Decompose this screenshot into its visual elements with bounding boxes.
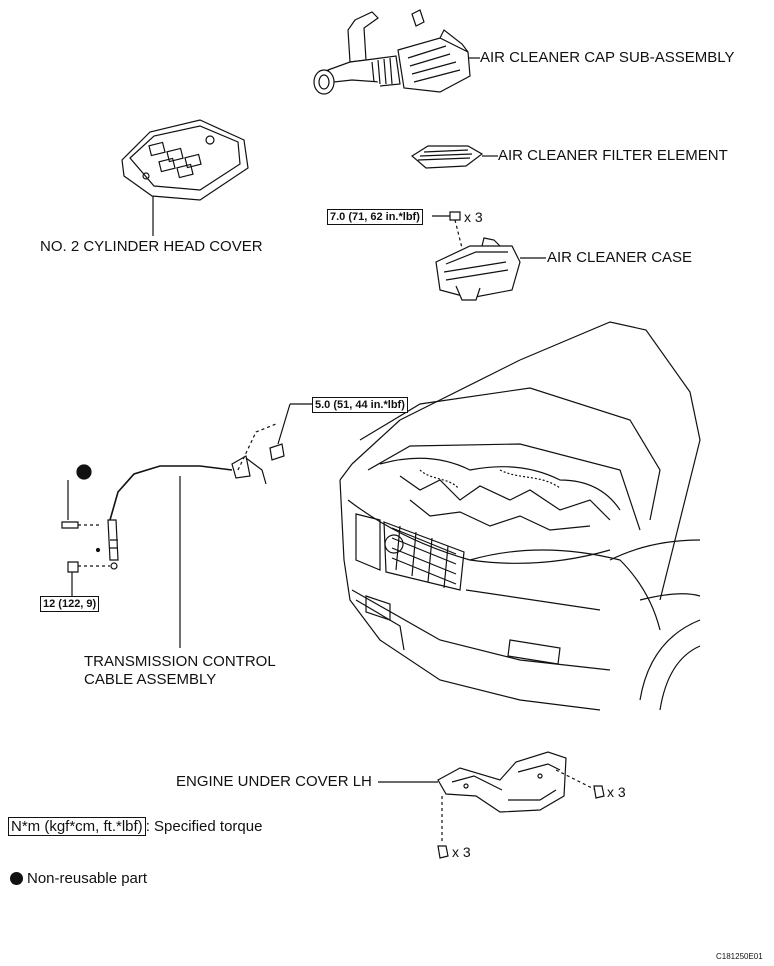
label-air-cleaner-cap: AIR CLEANER CAP SUB-ASSEMBLY xyxy=(480,49,735,66)
label-cylinder-head-cover: NO. 2 CYLINDER HEAD COVER xyxy=(40,238,263,255)
engine-under-cover-drawing xyxy=(378,751,605,859)
legend-non-reusable: Non-reusable part xyxy=(10,870,147,888)
air-cleaner-filter-drawing xyxy=(410,145,498,169)
car-front-drawing xyxy=(339,321,701,711)
air-cleaner-case-drawing xyxy=(432,211,546,301)
qty-cover-bolts-bottom: x 3 xyxy=(452,844,471,860)
transmission-cable-drawing xyxy=(61,403,312,648)
torque-cable-bracket: 5.0 (51, 44 in.*lbf) xyxy=(312,397,408,413)
cylinder-head-cover-drawing xyxy=(121,119,249,236)
label-trans-cable-line2: CABLE ASSEMBLY xyxy=(84,671,217,688)
legend-torque-desc: : Specified torque xyxy=(145,818,263,835)
label-air-cleaner-filter: AIR CLEANER FILTER ELEMENT xyxy=(498,147,728,164)
torque-air-cleaner-case: 7.0 (71, 62 in.*lbf) xyxy=(327,209,423,225)
legend-non-reusable-text: Non-reusable part xyxy=(27,870,148,887)
label-trans-cable-line1: TRANSMISSION CONTROL xyxy=(84,653,276,670)
qty-cover-bolts-right: x 3 xyxy=(607,784,626,800)
non-reusable-icon xyxy=(10,872,23,885)
legend-torque: N*m (kgf*cm, ft.*lbf): Specified torque xyxy=(8,817,263,836)
figure-code: C181250E01 xyxy=(716,952,763,961)
label-air-cleaner-case: AIR CLEANER CASE xyxy=(547,249,693,266)
legend-torque-unit: N*m (kgf*cm, ft.*lbf) xyxy=(8,817,146,836)
qty-case-bolts: x 3 xyxy=(464,209,483,225)
torque-cable-nut: 12 (122, 9) xyxy=(40,596,100,612)
air-cleaner-cap-drawing xyxy=(313,9,480,95)
label-engine-under-cover: ENGINE UNDER COVER LH xyxy=(176,773,372,790)
